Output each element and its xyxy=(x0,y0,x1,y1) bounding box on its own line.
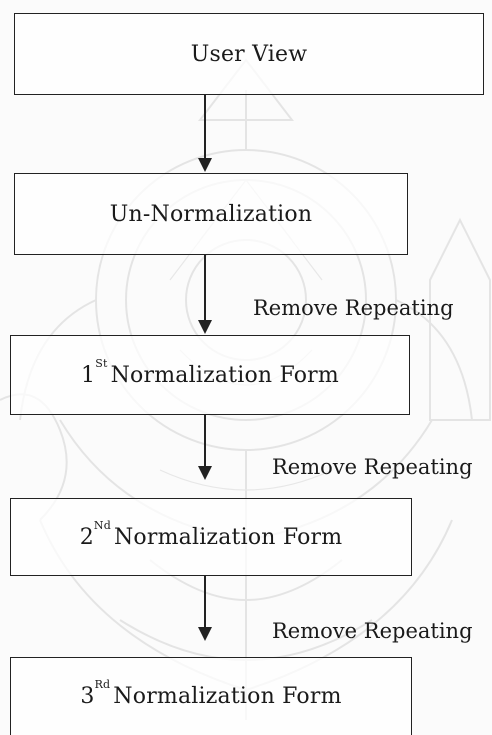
arrow-head-icon xyxy=(198,320,212,334)
box-label: Normalization Form xyxy=(110,362,339,388)
edge-label-remove-repeating: Remove Repeating xyxy=(272,455,473,479)
box-label: Normalization Form xyxy=(113,524,343,550)
box-label: User View xyxy=(190,41,308,67)
arrow-user-view-to-un-normalization xyxy=(204,95,206,159)
arrow-1st-to-2nd xyxy=(204,415,206,467)
flow-box-un-normalization: Un-Normalization xyxy=(14,173,408,255)
arrow-head-icon xyxy=(198,466,212,480)
flow-box-user-view: User View xyxy=(14,13,484,95)
arrow-un-normalization-to-1st xyxy=(204,255,206,321)
box-label: Un-Normalization xyxy=(109,201,313,227)
arrow-head-icon xyxy=(198,158,212,172)
arrow-2nd-to-3rd xyxy=(204,576,206,628)
arrow-head-icon xyxy=(198,627,212,641)
ordinal-number: 3 xyxy=(80,684,95,709)
ordinal-superscript: Nd xyxy=(93,518,111,532)
edge-label-remove-repeating: Remove Repeating xyxy=(272,619,473,643)
ordinal-superscript: Rd xyxy=(94,678,111,691)
edge-label-remove-repeating: Remove Repeating xyxy=(253,296,454,320)
box-label: Normalization Form xyxy=(113,684,342,709)
ordinal-number: 1 xyxy=(81,362,96,388)
ordinal-number: 2 xyxy=(79,524,94,550)
ordinal-superscript: St xyxy=(95,356,108,370)
